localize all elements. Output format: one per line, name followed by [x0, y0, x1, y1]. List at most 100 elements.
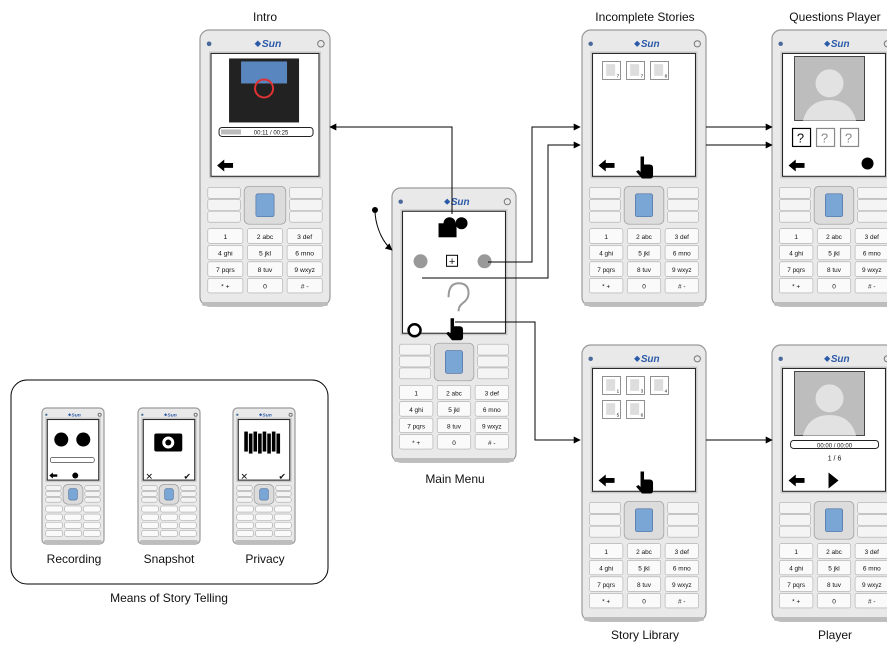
library-back-arrow-icon	[598, 474, 615, 487]
intro-progress-bar	[218, 126, 314, 137]
incomplete-key-label: 0	[642, 284, 646, 291]
player-key-label: * +	[792, 599, 800, 606]
intro-key-label: 7 pqrs	[216, 267, 235, 274]
snapshot-key	[141, 513, 159, 521]
recording-key	[45, 513, 63, 521]
intro-camera-icon	[206, 41, 212, 47]
main-key	[399, 384, 434, 401]
intro-select-key	[255, 193, 275, 218]
question-mark-icon	[791, 127, 812, 148]
questions-camera-icon	[778, 41, 783, 47]
privacy-crowd-icon	[262, 431, 267, 452]
main-select-key	[445, 350, 463, 374]
main-key	[399, 417, 434, 433]
arrow-main-to-library	[455, 321, 581, 444]
player-key	[779, 576, 814, 592]
incomplete-key-label: * +	[602, 284, 610, 291]
player-key	[854, 543, 887, 559]
main-add-icon	[446, 254, 459, 267]
privacy-key	[236, 530, 254, 537]
snapshot-key	[179, 505, 197, 513]
questions-key-label: # -	[868, 284, 876, 291]
library-key	[626, 559, 662, 576]
back-loop-dot	[372, 207, 378, 213]
library-thumb-number: 4	[665, 389, 668, 394]
snapshot-key	[141, 521, 159, 529]
privacy-crowd-icon	[244, 431, 248, 452]
main-brand: Sun	[451, 197, 470, 208]
intro-key	[247, 228, 283, 244]
recording-left-softkey	[45, 497, 62, 503]
questions-key	[779, 228, 814, 244]
intro-key	[207, 261, 244, 277]
questions-back-arrow-icon	[788, 159, 805, 172]
recording-key	[83, 530, 101, 537]
snapshot-power-icon	[193, 412, 198, 417]
main-key	[399, 434, 434, 450]
question-mark-glyph: ?	[845, 130, 852, 145]
questions-left-softkey	[779, 198, 811, 211]
player-key	[816, 593, 852, 609]
library-left-softkey	[589, 513, 621, 526]
snapshot-logo-icon	[164, 413, 168, 417]
incomplete-key	[626, 244, 662, 261]
connectors	[329, 123, 773, 444]
intro-key	[207, 244, 244, 261]
questions-right-softkey	[857, 198, 887, 211]
recording-key	[64, 521, 82, 529]
main-key	[436, 401, 472, 417]
questions-key-label: 7 pqrs	[787, 267, 805, 274]
incomplete-key-label: 3 def	[675, 234, 690, 241]
incomplete-key	[589, 244, 624, 261]
library-right-softkey	[667, 513, 699, 526]
intro-logo-icon	[254, 40, 262, 48]
library-key-label: 2 abc	[636, 549, 653, 556]
incomplete-key	[626, 278, 662, 294]
privacy-left-softkey	[236, 497, 253, 503]
incomplete-key-label: # -	[678, 284, 686, 291]
library-key	[626, 543, 662, 559]
intro-key	[247, 244, 283, 261]
main-speak-icon	[413, 254, 428, 269]
player-key-label: 7 pqrs	[787, 582, 805, 589]
intro-key	[286, 261, 323, 277]
intro-key-label: 6 mno	[295, 251, 314, 258]
snapshot-left-softkey	[141, 491, 158, 497]
snapshot-key	[160, 513, 178, 521]
incomplete-stories-label: Incomplete Stories	[595, 10, 695, 24]
privacy-key	[255, 505, 273, 513]
library-left-softkey	[589, 525, 621, 538]
library-thumb-number: 3	[641, 389, 644, 394]
snapshot-key	[160, 530, 178, 537]
player-logo-icon	[824, 355, 831, 362]
player-key	[854, 576, 887, 592]
main-key-label: 5 jkl	[448, 407, 459, 414]
library-key-label: 5 jkl	[638, 566, 649, 573]
snapshot-right-softkey	[180, 497, 197, 503]
questions-key	[816, 261, 852, 277]
incomplete-thumb-number: 8	[665, 74, 668, 79]
library-key-label: 4 ghi	[599, 566, 613, 573]
main-key	[436, 434, 472, 450]
player-left-softkey	[779, 513, 811, 526]
main-key-label: 2 abc	[446, 391, 463, 398]
privacy-phone: Sun✕✔	[232, 407, 296, 545]
questions-key-label: 2 abc	[826, 234, 843, 241]
privacy-key	[236, 513, 254, 521]
intro-key-label: # -	[301, 284, 309, 291]
intro-right-softkey	[289, 198, 323, 211]
main-power-icon	[407, 323, 422, 338]
intro-key-label: 0	[263, 284, 267, 291]
privacy-power-icon	[288, 412, 293, 417]
recording-key	[45, 521, 63, 529]
incomplete-key	[589, 261, 624, 277]
privacy-key	[255, 513, 273, 521]
question-mark-icon	[839, 127, 860, 148]
intro-progress-text: 00:11 / 00:25	[254, 130, 289, 136]
question-mark-glyph: ?	[797, 130, 804, 145]
snapshot-key	[141, 530, 159, 537]
recording-dot-icon	[72, 472, 79, 479]
incomplete-brand: Sun	[641, 39, 660, 50]
